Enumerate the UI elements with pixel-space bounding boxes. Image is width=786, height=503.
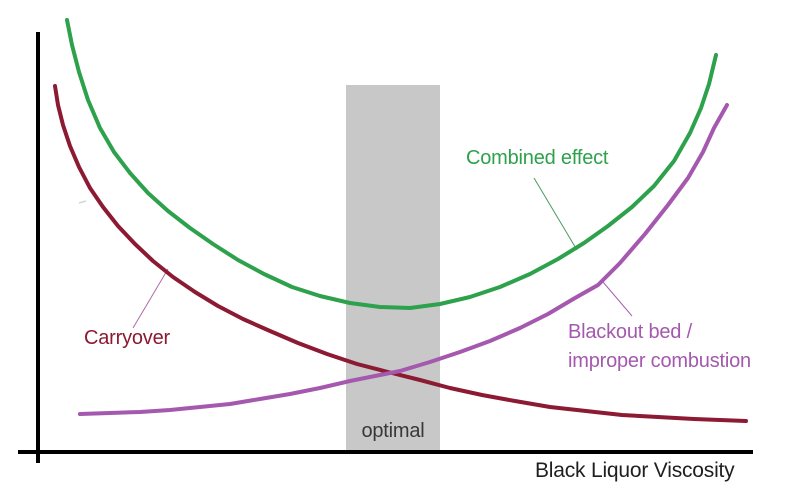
optimal-band (346, 85, 440, 452)
carryover-label: Carryover (84, 327, 170, 349)
combined-effect-label: Combined effect (466, 147, 609, 169)
blackout-label-line2: improper combustion (568, 350, 751, 372)
blackout-leader-line (602, 281, 633, 317)
blackout-label: Blackout bed / improper combustion (568, 318, 751, 376)
combined-effect-curve (65, 18, 718, 310)
blackout-curve (78, 103, 729, 416)
optimal-band-label: optimal (361, 420, 425, 442)
carryover-leader-line (132, 268, 169, 329)
blackout-label-line1: Blackout bed / (568, 321, 692, 343)
combined-effect-leader-line (533, 177, 578, 251)
x-axis-title: Black Liquor Viscosity (535, 459, 735, 482)
stray-mark (78, 200, 87, 204)
carryover-curve (53, 84, 748, 423)
